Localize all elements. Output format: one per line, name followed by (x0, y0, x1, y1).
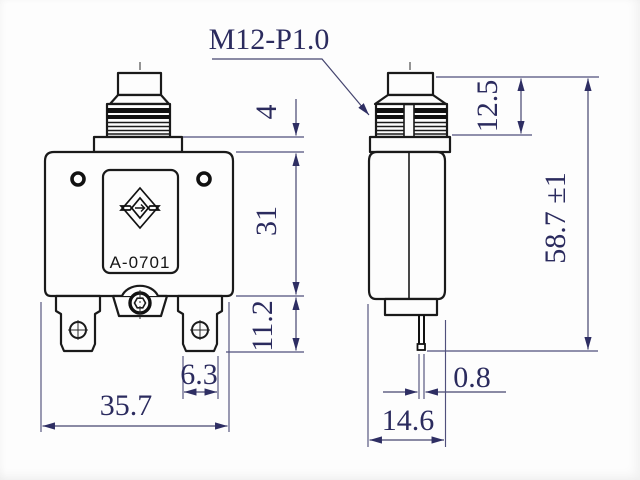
svg-text:35.7: 35.7 (100, 389, 153, 422)
front-push-button (116, 71, 163, 97)
part-number-label: A-0701 (110, 253, 171, 272)
dim-body-height: 31 (250, 153, 300, 295)
dim-thread-length: 12.5 (436, 76, 599, 136)
front-button-shoulder (108, 93, 171, 106)
terminal-blade (416, 315, 426, 351)
side-threaded-neck (374, 102, 449, 139)
side-collar (368, 135, 452, 154)
right-terminal (176, 294, 224, 353)
svg-text:11.2: 11.2 (246, 300, 279, 351)
dim-bezel-height: 4 (183, 99, 304, 153)
brand-logo-icon (119, 186, 161, 230)
svg-text:58.7 ±1: 58.7 ±1 (539, 172, 572, 263)
dim-terminal-width: 6.3 (180, 356, 219, 399)
bottom-boss (111, 284, 169, 322)
thread-spec-label: M12-P1.0 (209, 23, 330, 56)
side-view (367, 62, 452, 351)
thread-spec-leader (212, 58, 370, 116)
front-collar (92, 135, 184, 154)
left-terminal (54, 294, 102, 353)
dim-body-depth: 14.6 (367, 304, 447, 447)
svg-text:0.8: 0.8 (453, 361, 491, 394)
label-plate (101, 168, 180, 275)
thread-slot (403, 103, 415, 138)
dim-blade-thickness: 0.8 (383, 354, 506, 399)
svg-text:31: 31 (250, 206, 283, 236)
dim-overall-height: 58.7 ±1 (427, 78, 598, 352)
svg-text:14.6: 14.6 (382, 404, 435, 437)
side-base (383, 297, 439, 317)
svg-text:12.5: 12.5 (471, 80, 504, 133)
svg-text:6.3: 6.3 (180, 358, 218, 391)
side-push-button (386, 71, 435, 97)
right-screw-icon (196, 171, 212, 187)
dim-body-width: 35.7 (40, 302, 230, 432)
left-screw-icon (70, 171, 86, 187)
side-body (367, 150, 447, 301)
dim-terminal-length: 11.2 (226, 295, 304, 353)
side-button-shoulder (373, 93, 448, 106)
svg-text:4: 4 (250, 105, 283, 120)
front-threaded-neck (105, 102, 172, 139)
dim-thread-spec: M12-P1.0 (209, 23, 370, 116)
front-view: A-0701 (43, 62, 235, 353)
